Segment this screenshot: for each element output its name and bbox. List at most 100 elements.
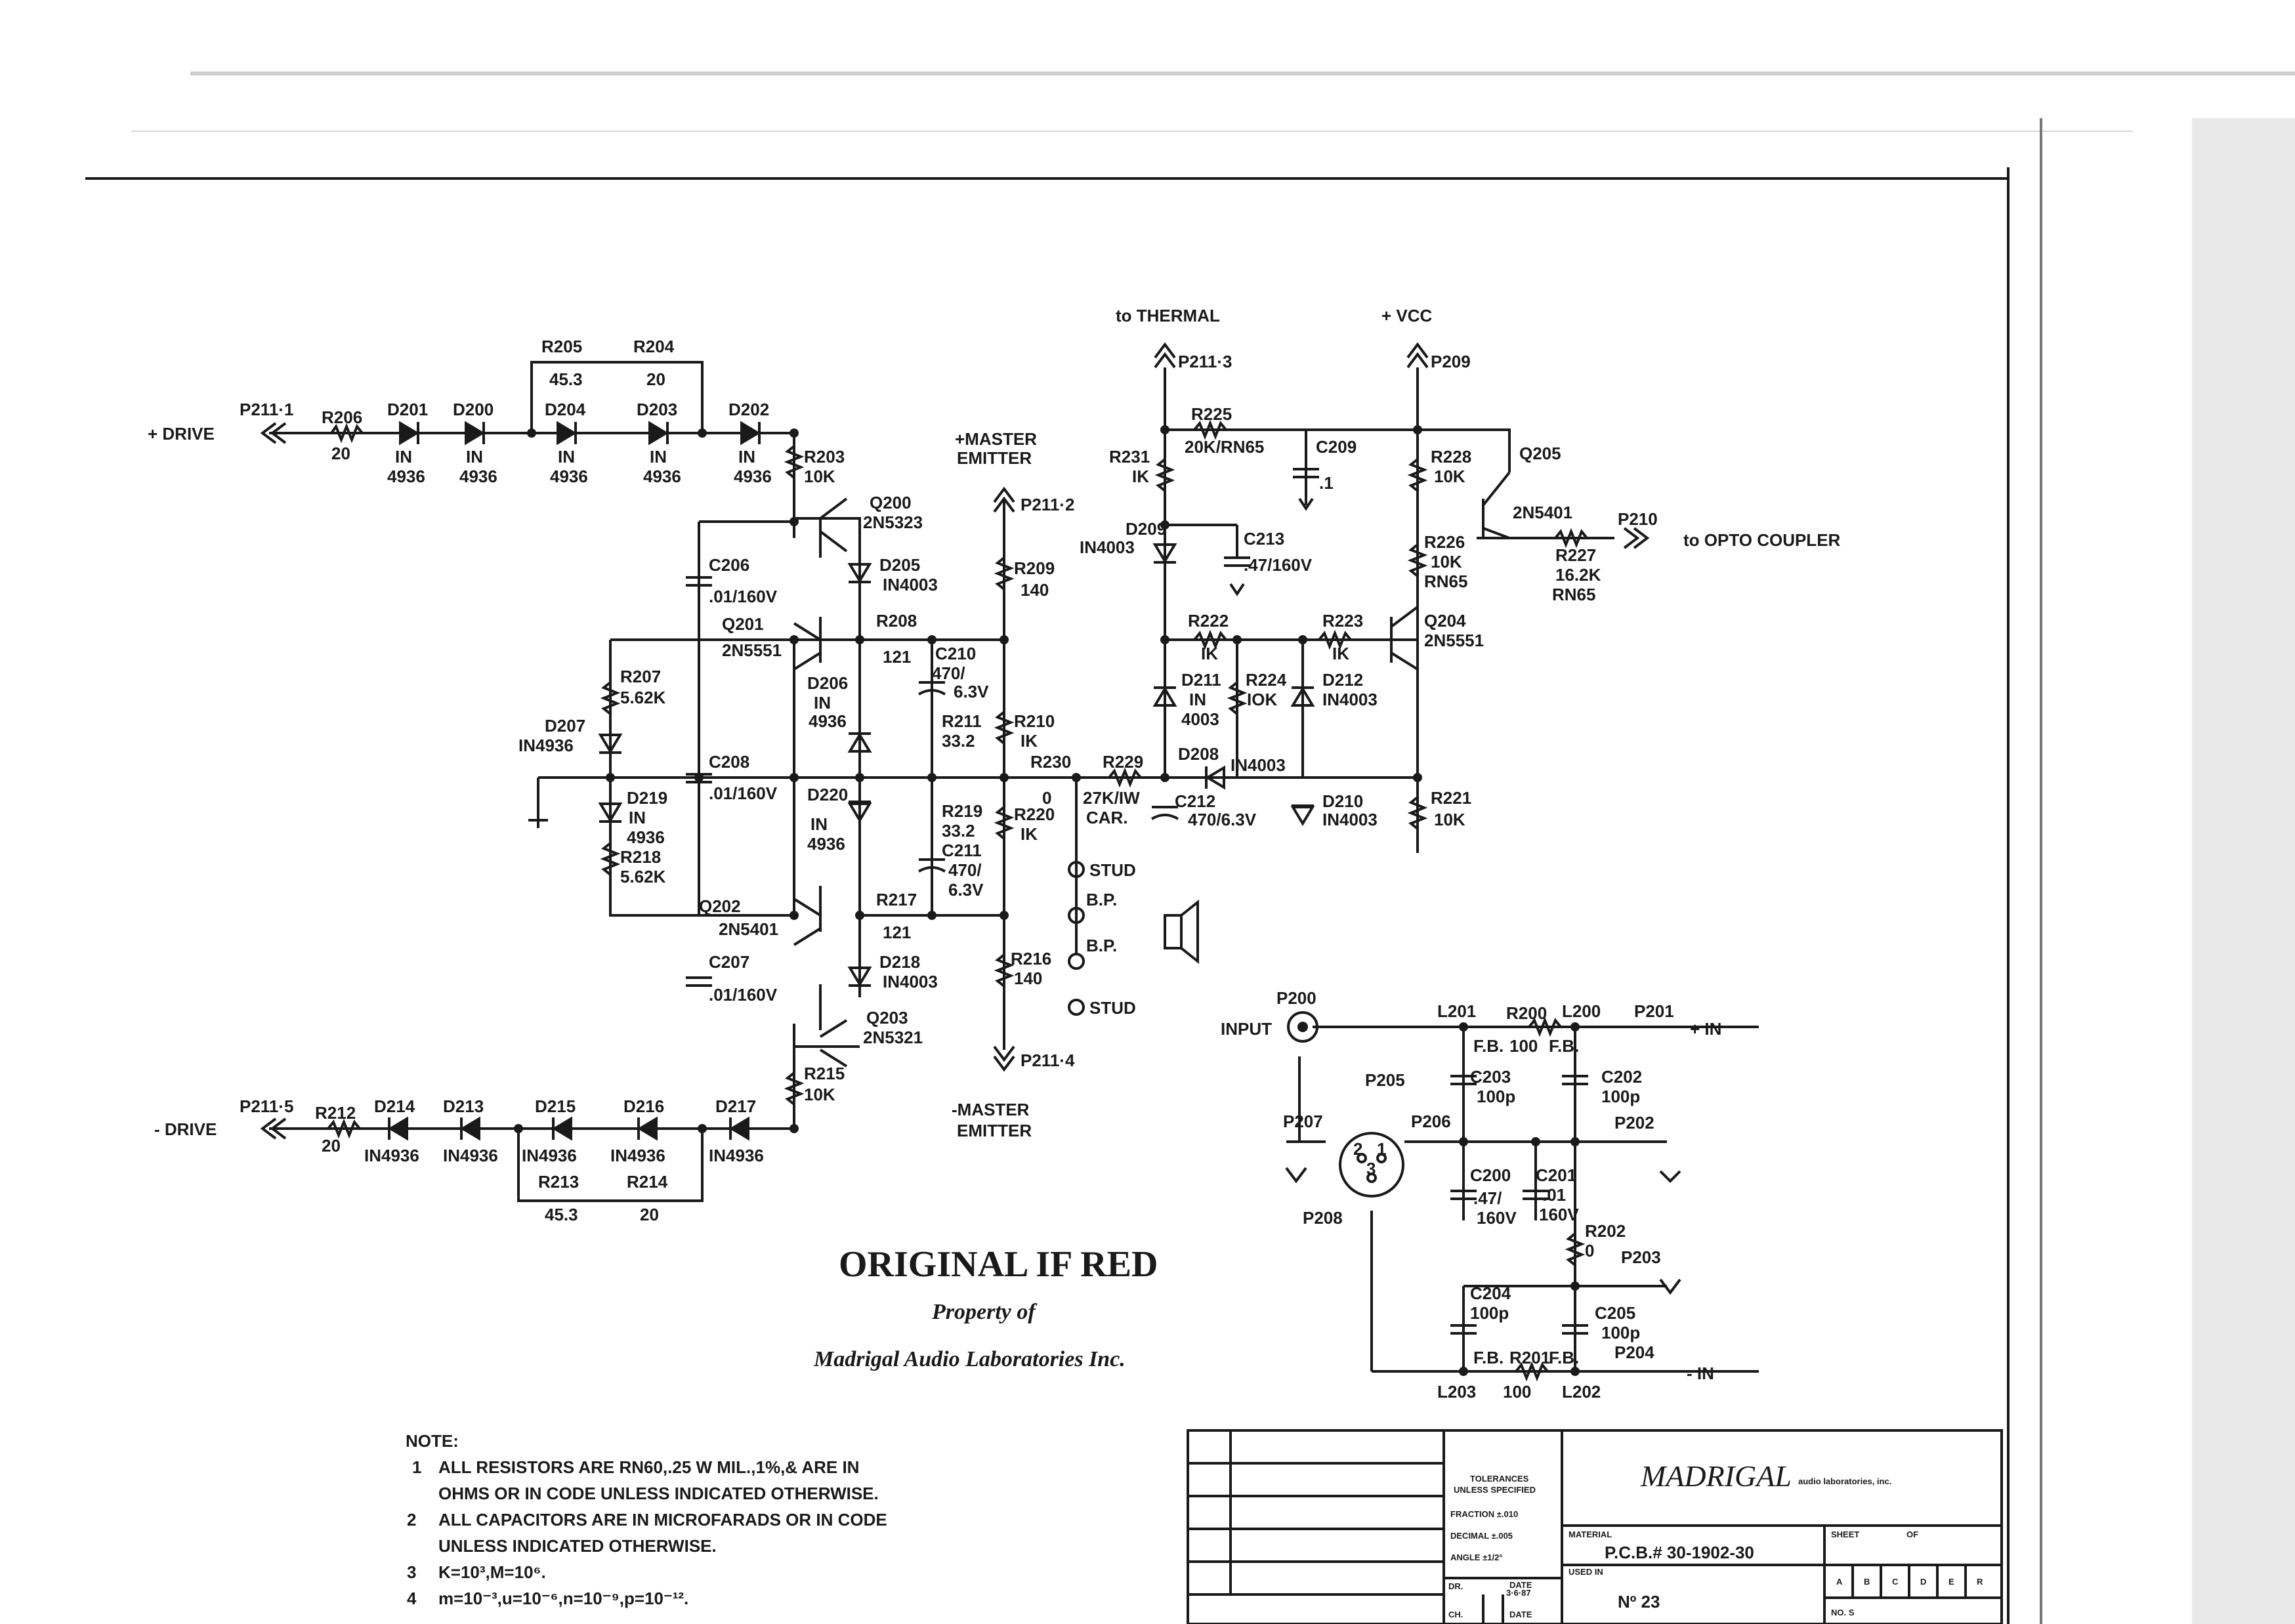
opto-label: to OPTO COUPLER — [1683, 530, 1841, 550]
notes: NOTE: 1 ALL RESISTORS ARE RN60,.25 W MIL… — [406, 1431, 887, 1608]
label: D208 — [1178, 744, 1219, 764]
label: IOK — [1247, 690, 1277, 709]
label: D202 — [728, 400, 769, 419]
date-value: 3·6·87 — [1506, 1588, 1531, 1598]
label: IN — [466, 447, 483, 467]
label: R225 — [1191, 404, 1232, 424]
diode-icon — [1152, 686, 1177, 707]
label: Q205 — [1519, 444, 1561, 463]
label: IN — [650, 447, 667, 467]
note-text: UNLESS INDICATED OTHERWISE. — [438, 1536, 717, 1556]
resistor-icon — [1528, 1016, 1562, 1037]
stud-label: STUD — [1089, 998, 1136, 1018]
p202-label: P202 — [1614, 1113, 1654, 1133]
title-block: TOLERANCES UNLESS SPECIFIED FRACTION ±.0… — [1187, 1429, 2003, 1624]
used-in-label: USED IN — [1569, 1567, 1603, 1577]
transistor-icon — [793, 898, 822, 946]
resistor-icon — [1193, 629, 1227, 650]
label: R208 — [876, 611, 917, 631]
note-text: ALL CAPACITORS ARE IN MICROFARADS OR IN … — [438, 1510, 887, 1530]
label: 6.3V — [948, 880, 984, 900]
label: 140 — [1021, 580, 1049, 600]
label: IK — [1021, 824, 1038, 844]
label: D213 — [443, 1096, 484, 1116]
label: R203 — [804, 447, 845, 467]
ground-icon — [1659, 1278, 1681, 1295]
label: C211 — [942, 841, 982, 860]
label: C206 — [709, 555, 749, 575]
label: 16.2K — [1555, 565, 1601, 585]
note-number: 1 — [412, 1457, 421, 1477]
emitter-label: EMITTER — [957, 448, 1032, 468]
label: 6.3V — [954, 682, 989, 701]
note-number: 2 — [407, 1510, 416, 1530]
label: RN65 — [1424, 572, 1467, 591]
label: Q203 — [866, 1008, 908, 1028]
label: R217 — [876, 890, 917, 909]
label: IN4936 — [610, 1146, 665, 1165]
label: R220 — [1014, 804, 1055, 824]
diode-icon — [399, 421, 419, 446]
label: 160V — [1477, 1208, 1517, 1228]
label: IN — [629, 808, 646, 827]
capacitor-icon — [686, 576, 712, 587]
xlr-pin-label: 1 — [1377, 1139, 1386, 1159]
capacitor-icon — [917, 681, 946, 696]
label: .47/160V — [1244, 555, 1313, 575]
diode-icon — [1152, 543, 1177, 564]
connector-arrow-icon — [1406, 342, 1429, 369]
resistor-icon — [330, 423, 364, 444]
resistor-icon — [784, 1072, 805, 1106]
label: RN65 — [1552, 585, 1595, 604]
label: 121 — [883, 923, 911, 942]
stud-label: STUD — [1089, 860, 1136, 880]
capacitor-icon — [1224, 556, 1250, 567]
ferrite-label: F.B. — [1549, 1348, 1579, 1367]
label: 160V — [1539, 1205, 1579, 1224]
label: C200 — [1470, 1165, 1511, 1185]
label: IN — [811, 814, 828, 834]
capacitor-icon — [1450, 1324, 1477, 1335]
transistor-icon — [819, 1019, 848, 1068]
label: Q204 — [1424, 611, 1466, 631]
label: C205 — [1595, 1303, 1635, 1323]
label: D216 — [623, 1096, 664, 1116]
label: R221 — [1431, 788, 1471, 808]
date-label: DATE — [1509, 1580, 1532, 1590]
resistor-icon — [1227, 681, 1248, 715]
label: IN — [738, 447, 755, 467]
label: IK — [1201, 644, 1218, 663]
page-frame — [85, 72, 2295, 1624]
label: 10K — [1431, 552, 1462, 572]
label: 100p — [1477, 1087, 1515, 1106]
label: IN4003 — [1322, 690, 1378, 709]
label: .47/ — [1473, 1188, 1502, 1208]
label: .01/160V — [709, 587, 778, 606]
label: IN4936 — [364, 1146, 419, 1165]
diode-icon — [729, 1116, 749, 1141]
label: 33.2 — [942, 731, 975, 751]
label: 0 — [1585, 1241, 1594, 1260]
bp-label: B.P. — [1086, 890, 1117, 909]
label: 121 — [883, 647, 911, 667]
label: IK — [1132, 467, 1149, 486]
label: D201 — [387, 400, 428, 419]
capacitor-icon — [1450, 1190, 1477, 1200]
capacitor-icon — [686, 773, 712, 783]
label: R215 — [804, 1064, 845, 1083]
label: C209 — [1316, 437, 1357, 457]
label: L201 — [1437, 1001, 1476, 1021]
master-plus-label: +MASTER — [955, 429, 1037, 449]
label: R213 — [538, 1172, 579, 1192]
resistor-icon — [994, 711, 1015, 745]
transistor-icon — [1482, 471, 1511, 539]
diode-icon — [847, 732, 872, 753]
ground-icon — [1285, 1167, 1307, 1184]
label: R219 — [942, 801, 982, 821]
drive-minus-label: - DRIVE — [154, 1119, 217, 1139]
label: 4936 — [459, 467, 497, 486]
p208-label: P208 — [1303, 1208, 1343, 1228]
decimal-label: DECIMAL ±.005 — [1450, 1531, 1513, 1541]
label: R227 — [1555, 545, 1596, 565]
label: .01/160V — [709, 985, 778, 1005]
